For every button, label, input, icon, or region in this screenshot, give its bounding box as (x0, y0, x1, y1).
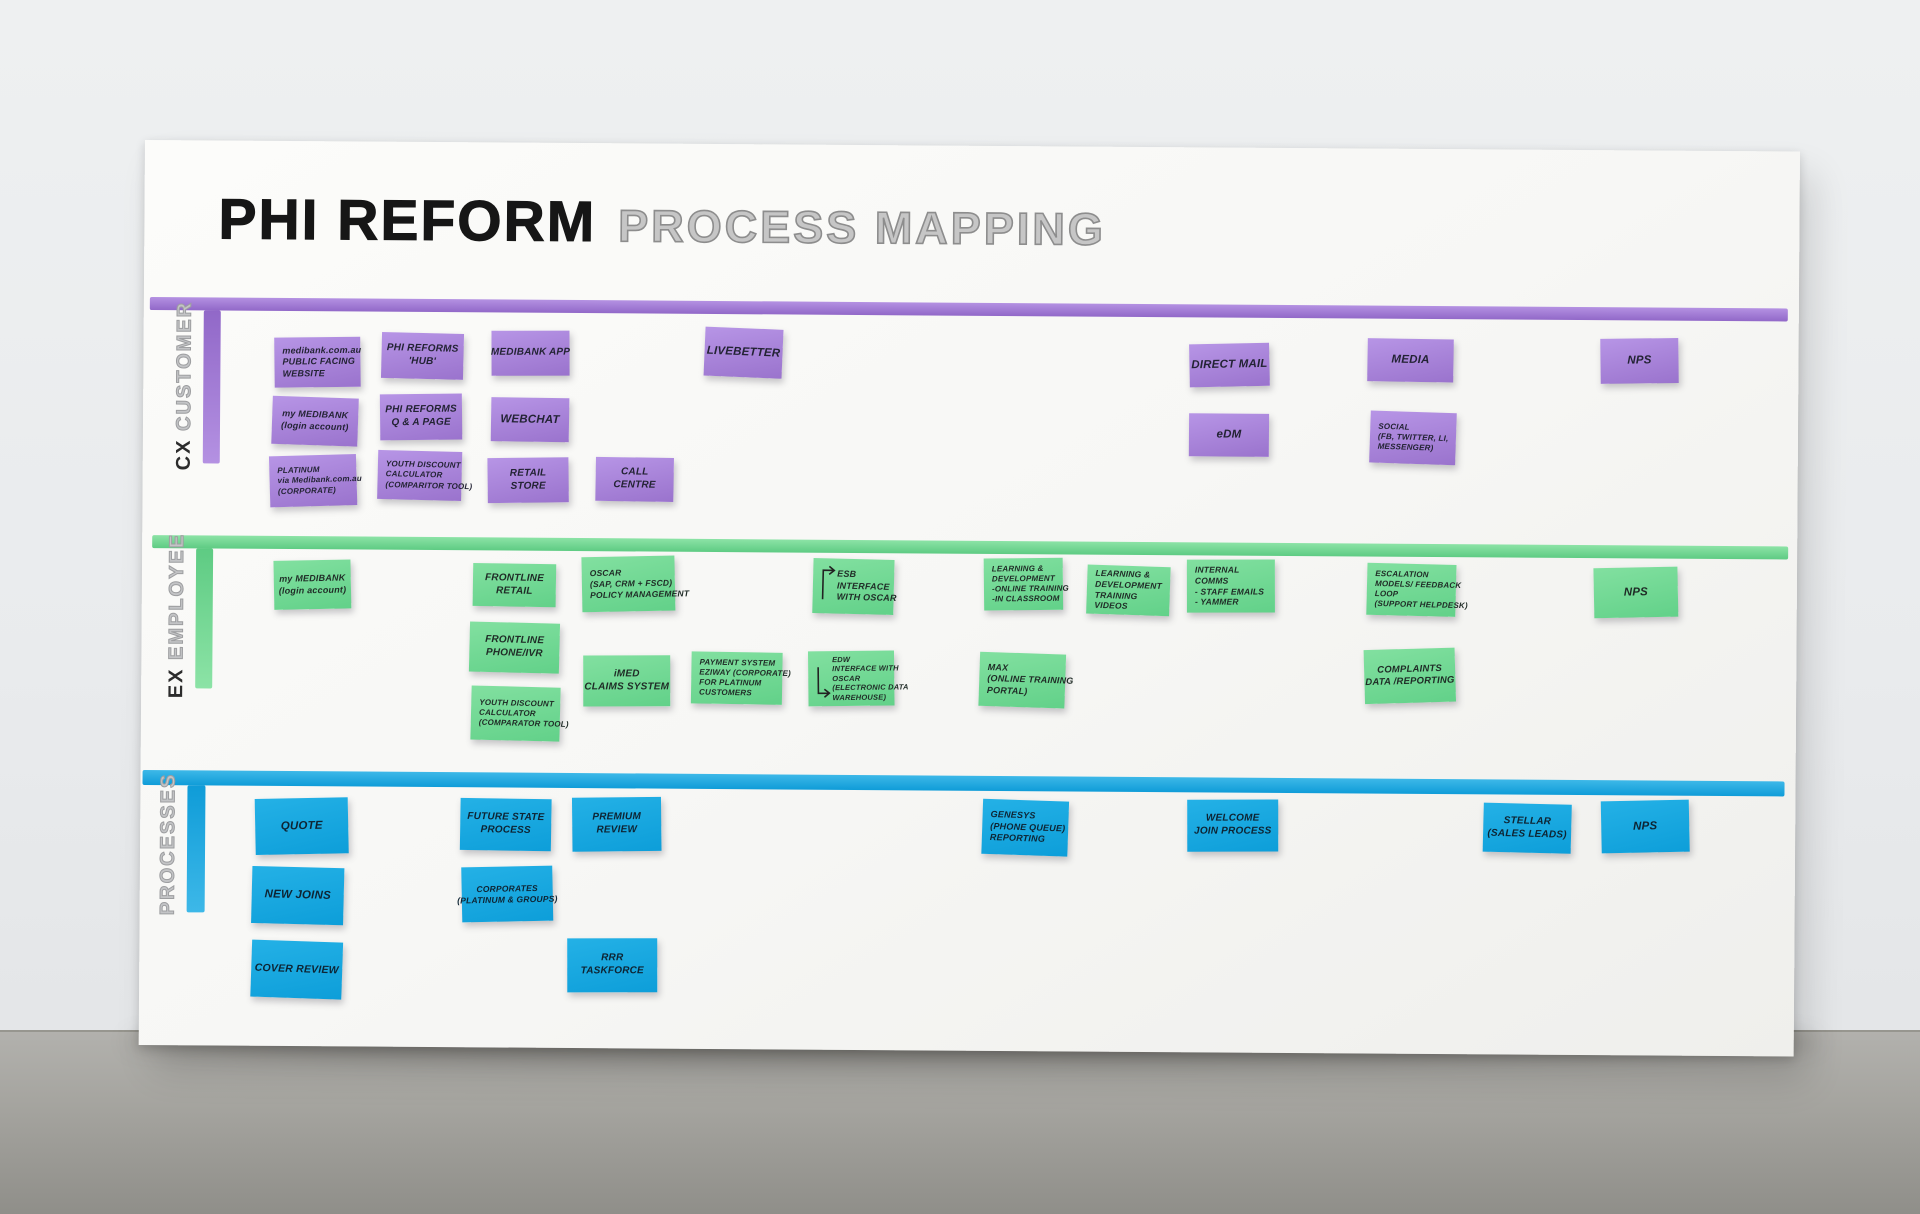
sticky-note: NEW JOINS (251, 865, 345, 926)
note-line: (SALES LEADS) (1487, 827, 1567, 841)
note-line: PROCESS (480, 824, 531, 836)
whiteboard: PHI REFORM PROCESS MAPPING CX CUSTOMER m… (138, 140, 1800, 1057)
note-line: (PLATINUM & GROUPS) (457, 893, 558, 906)
lane-label-rest: PROCESSES (156, 772, 180, 916)
note-line: WELCOME (1205, 812, 1260, 824)
sticky-note: GENESYS(PHONE QUEUE)REPORTING (981, 798, 1070, 857)
lane-ex-employee: EX EMPLOYEE my MEDIBANK(login account)FR… (139, 140, 1800, 1057)
arrow-up-right-icon (821, 565, 836, 600)
lane-vbar (186, 785, 206, 913)
note-line: NPS (1632, 819, 1658, 833)
lane-bar (142, 769, 1785, 797)
floor (0, 1030, 1920, 1214)
note-line: STELLAR (1503, 814, 1552, 827)
note-line: TASKFORCE (580, 965, 644, 977)
note-line: JOIN PROCESS (1194, 825, 1272, 837)
note-line: QUOTE (280, 819, 323, 833)
sticky-note: NPS (1600, 799, 1690, 854)
lane-label: PROCESSES (156, 772, 180, 916)
note-line: PREMIUM (592, 811, 642, 823)
note-line: NEW JOINS (264, 888, 332, 903)
arrow-down-right-icon (817, 667, 831, 698)
sticky-note: COVER REVIEW (250, 939, 344, 1000)
sticky-note: CORPORATES(PLATINUM & GROUPS) (457, 865, 558, 923)
note-line: REVIEW (596, 824, 638, 836)
note-line: FUTURE STATE (467, 811, 545, 824)
sticky-note: QUOTE (254, 797, 349, 855)
note-line: COVER REVIEW (254, 961, 339, 977)
sticky-note: STELLAR(SALES LEADS) (1482, 802, 1572, 854)
note-line: RRR (601, 952, 624, 964)
note-line: REPORTING (989, 832, 1046, 845)
